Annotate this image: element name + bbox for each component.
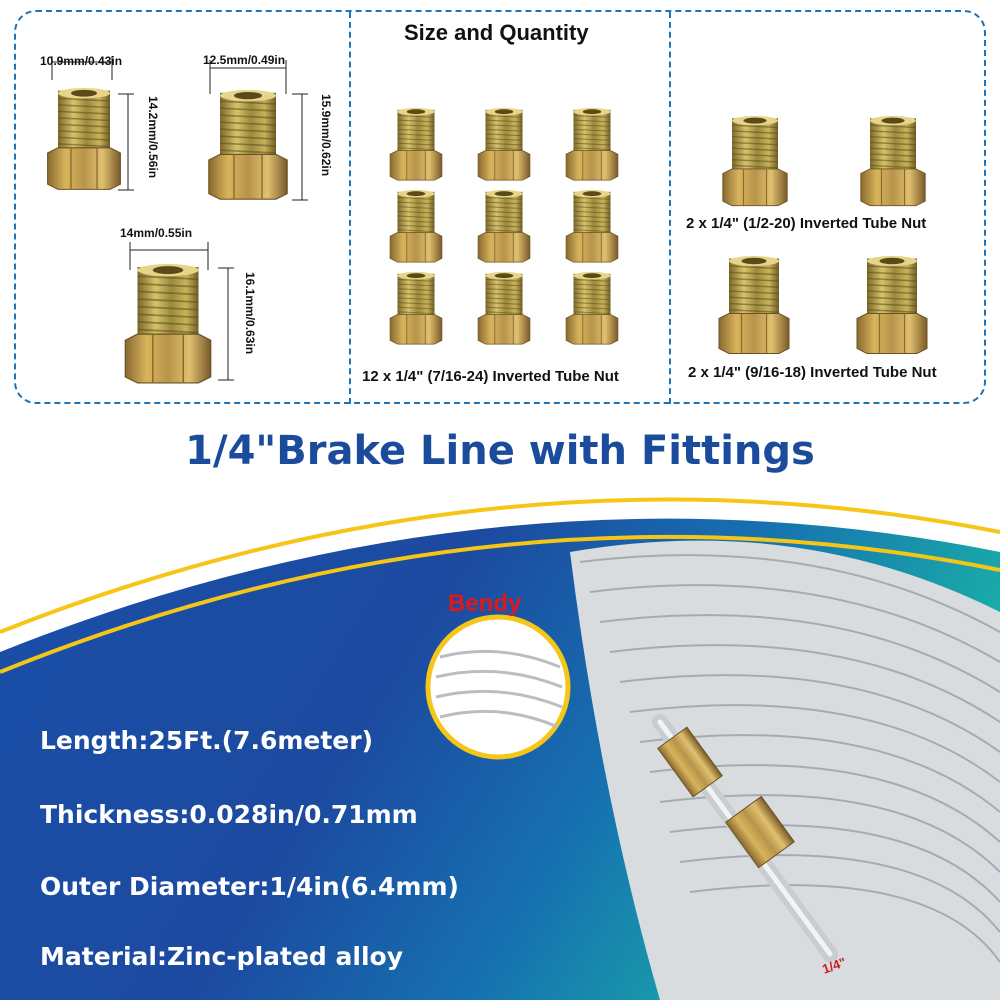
grid-nut [389, 272, 443, 345]
group1-label: 12 x 1/4" (7/16-24) Inverted Tube Nut [362, 368, 619, 385]
spec-outer-diameter: Outer Diameter:1/4in(6.4mm) [40, 872, 459, 901]
size-quantity-heading: Size and Quantity [404, 20, 589, 45]
dimension-lines [51, 56, 308, 381]
bendy-label: Bendy [448, 590, 522, 617]
grid-nut [477, 190, 531, 263]
nut3-height-label: 16.1mm/0.63in [243, 272, 257, 355]
nut1-width-label: 10.9mm/0.43in [40, 54, 123, 68]
grid-nut [477, 272, 531, 345]
grid-nut [565, 190, 619, 263]
spec-length: Length:25Ft.(7.6meter) [40, 726, 374, 755]
nut-1-2-20 [860, 116, 926, 207]
grid-nut [565, 272, 619, 345]
panel-divider-right [669, 12, 671, 404]
tube-nut-medium [207, 90, 289, 201]
spec-thickness: Thickness:0.028in/0.71mm [40, 800, 418, 829]
nut3-width-label: 14mm/0.55in [120, 226, 193, 240]
nut-9-16-18 [856, 256, 928, 355]
main-title: 1/4"Brake Line with Fittings [185, 428, 815, 474]
group3-label: 2 x 1/4" (9/16-18) Inverted Tube Nut [688, 364, 937, 381]
nut2-height-label: 15.9mm/0.62in [319, 94, 333, 177]
top-panel [14, 10, 986, 404]
nut-1-2-20 [722, 116, 788, 207]
nut1-height-label: 14.2mm/0.56in [146, 96, 160, 179]
panel-divider-left [349, 12, 351, 404]
grid-nut [565, 108, 619, 181]
nut2-width-label: 12.5mm/0.49in [203, 53, 286, 67]
group2-label: 2 x 1/4" (1/2-20) Inverted Tube Nut [686, 215, 927, 232]
grid-nut [477, 108, 531, 181]
nut-9-16-18 [718, 256, 790, 355]
grid-nut [389, 108, 443, 181]
tube-nut-small [46, 88, 122, 191]
grid-nut [389, 190, 443, 263]
brake-line-visual [0, 497, 1000, 1000]
tube-nut-large [124, 264, 212, 384]
spec-material: Material:Zinc-plated alloy [40, 942, 404, 971]
